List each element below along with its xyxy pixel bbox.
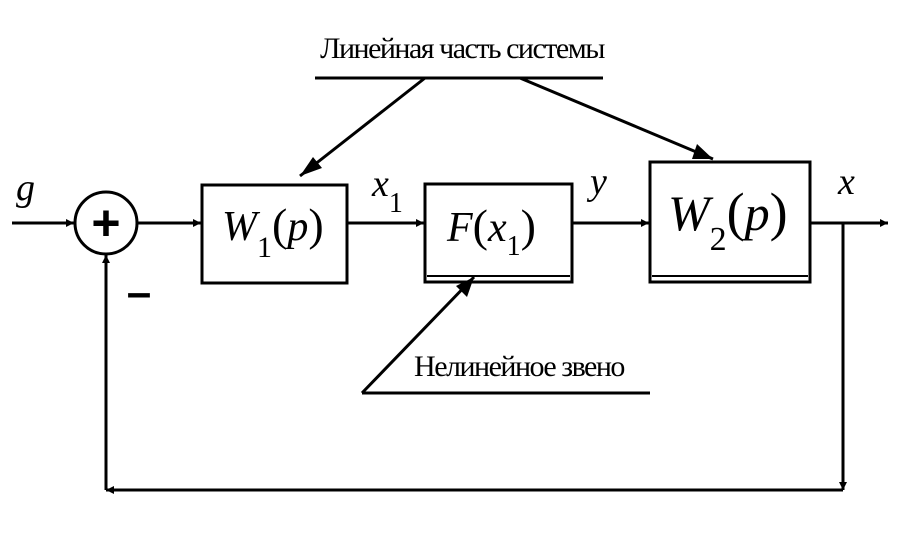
y-signal-label: y: [586, 161, 607, 203]
output-signal-label: x: [837, 161, 855, 203]
block-w1-label: W1(p): [222, 199, 324, 264]
linear-pointer-w1-arrowhead: [300, 157, 322, 176]
nonlinear-link-label: Нелинейное звено: [414, 350, 624, 383]
linear-pointer-to-w2: [519, 76, 714, 161]
x1-signal-label: x1: [371, 163, 403, 219]
nonlinear-pointer: [360, 275, 476, 395]
linear-part-label: Линейная часть системы: [320, 32, 605, 65]
block-f: [423, 182, 574, 284]
linear-pointer-w2-arrowhead: [692, 144, 713, 159]
summing-minus-sign: –: [127, 268, 151, 317]
summing-plus-sign: +: [91, 195, 120, 251]
input-signal-label: g: [16, 167, 35, 209]
nonlinear-pointer-arrowhead: [456, 277, 474, 297]
block-f-label: F(x1): [446, 200, 536, 262]
linear-pointer-to-w1: [299, 76, 426, 178]
block-w2: [648, 160, 812, 284]
block-w2-label: W2(p): [668, 182, 788, 258]
block-w1: [200, 183, 349, 285]
